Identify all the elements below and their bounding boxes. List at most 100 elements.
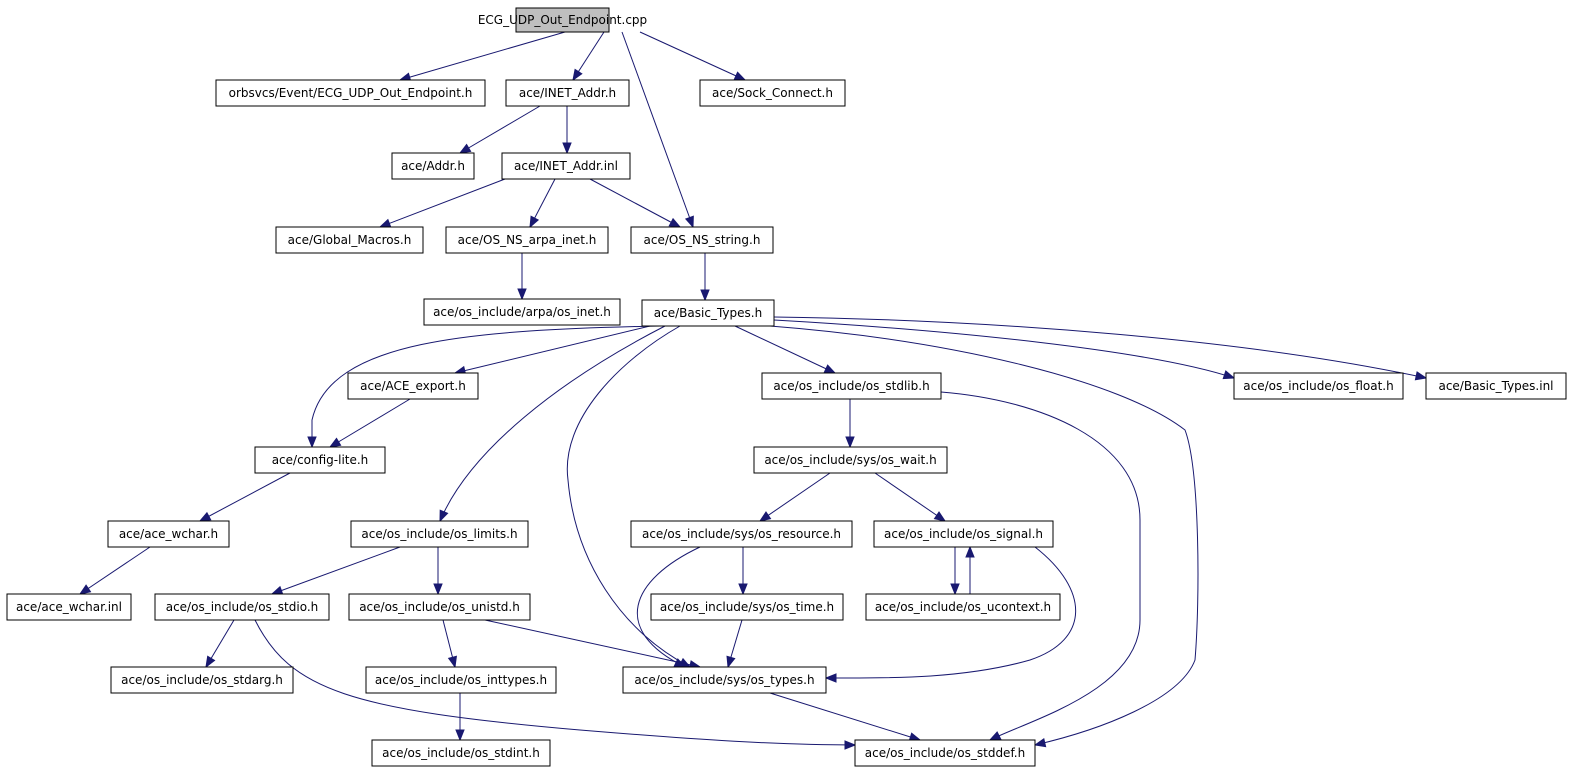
node-n3[interactable]: ace/Sock_Connect.h xyxy=(699,79,846,107)
arrowhead xyxy=(1414,371,1428,381)
node-box[interactable] xyxy=(622,666,827,694)
edge-n20-n28 xyxy=(824,546,1077,683)
node-n27[interactable]: ace/os_include/os_inttypes.h xyxy=(365,666,557,694)
arrowhead xyxy=(455,729,465,742)
node-n14[interactable]: ace/Basic_Types.inl xyxy=(1425,372,1567,400)
arrowhead xyxy=(270,585,284,595)
node-box[interactable] xyxy=(423,298,621,326)
node-n10[interactable]: ace/Basic_Types.h xyxy=(641,299,775,327)
node-box[interactable] xyxy=(753,446,948,474)
node-box[interactable] xyxy=(275,226,424,254)
node-label: ace/OS_NS_arpa_inet.h xyxy=(458,233,597,247)
node-n23[interactable]: ace/os_include/os_unistd.h xyxy=(348,593,531,621)
node-n25[interactable]: ace/os_include/os_ucontext.h xyxy=(865,593,1061,621)
edge-line xyxy=(454,325,651,374)
node-n1[interactable]: orbsvcs/Event/ECG_UDP_Out_Endpoint.h xyxy=(215,79,486,107)
node-label: ECG_UDP_Out_Endpoint.cpp xyxy=(478,13,647,27)
node-box[interactable] xyxy=(515,7,610,33)
node-n5[interactable]: ace/INET_Addr.inl xyxy=(501,152,631,180)
node-box[interactable] xyxy=(873,520,1054,548)
node-box[interactable] xyxy=(630,226,774,254)
node-n20[interactable]: ace/os_include/os_signal.h xyxy=(873,520,1054,548)
arrowhead xyxy=(726,655,736,669)
node-box[interactable] xyxy=(348,593,531,621)
node-box[interactable] xyxy=(445,226,609,254)
edge-line xyxy=(379,178,506,228)
node-box[interactable] xyxy=(391,152,475,180)
edge-n19-n24 xyxy=(738,547,748,596)
arrowhead xyxy=(205,655,216,669)
node-n9[interactable]: ace/os_include/arpa/os_inet.h xyxy=(423,298,621,326)
node-box[interactable] xyxy=(1233,372,1404,400)
node-n2[interactable]: ace/INET_Addr.h xyxy=(505,79,630,107)
node-n26[interactable]: ace/os_include/os_stdarg.h xyxy=(110,666,294,694)
edge-line xyxy=(271,546,401,595)
edge-n18-n22 xyxy=(270,546,401,595)
node-n22[interactable]: ace/os_include/os_stdio.h xyxy=(154,593,330,621)
edge-n0-n1 xyxy=(398,31,566,82)
edge-n10-n18 xyxy=(439,325,666,523)
node-n21[interactable]: ace/ace_wchar.inl xyxy=(6,593,132,621)
node-n18[interactable]: ace/os_include/os_limits.h xyxy=(350,520,529,548)
node-n12[interactable]: ace/os_include/os_stdlib.h xyxy=(761,372,942,400)
node-n13[interactable]: ace/os_include/os_float.h xyxy=(1233,372,1404,400)
edge-line xyxy=(589,178,681,228)
node-box[interactable] xyxy=(347,372,479,400)
node-label: ace/Basic_Types.inl xyxy=(1438,379,1553,393)
node-n4[interactable]: ace/Addr.h xyxy=(391,152,475,180)
node-label: ace/os_include/os_stdio.h xyxy=(166,600,319,614)
arrowhead xyxy=(758,511,772,522)
node-box[interactable] xyxy=(501,152,631,180)
node-n6[interactable]: ace/Global_Macros.h xyxy=(275,226,424,254)
node-box[interactable] xyxy=(1425,372,1567,400)
node-label: ace/Sock_Connect.h xyxy=(712,86,833,100)
node-n8[interactable]: ace/OS_NS_string.h xyxy=(630,226,774,254)
node-n17[interactable]: ace/ace_wchar.h xyxy=(107,520,230,548)
node-n0[interactable]: ECG_UDP_Out_Endpoint.cpp xyxy=(478,7,647,33)
node-n24[interactable]: ace/os_include/sys/os_time.h xyxy=(650,593,844,621)
edge-line xyxy=(254,619,856,746)
node-n30[interactable]: ace/os_include/os_stddef.h xyxy=(854,739,1036,767)
node-n15[interactable]: ace/config-lite.h xyxy=(254,446,386,474)
node-box[interactable] xyxy=(215,79,486,107)
node-box[interactable] xyxy=(650,593,844,621)
arrowhead xyxy=(933,511,947,522)
node-box[interactable] xyxy=(505,79,630,107)
arrowhead xyxy=(1033,738,1047,748)
node-label: ace/os_include/os_limits.h xyxy=(361,527,517,541)
arrowhead xyxy=(845,436,855,449)
node-box[interactable] xyxy=(761,372,942,400)
arrowhead xyxy=(562,142,572,155)
node-label: ace/os_include/os_float.h xyxy=(1243,379,1393,393)
edge-n5-n6 xyxy=(378,178,506,228)
edge-n0-n8 xyxy=(621,31,694,229)
edge-line xyxy=(940,391,1141,741)
node-n11[interactable]: ace/ACE_export.h xyxy=(347,372,479,400)
node-box[interactable] xyxy=(107,520,230,548)
node-n16[interactable]: ace/os_include/sys/os_wait.h xyxy=(753,446,948,474)
node-box[interactable] xyxy=(699,79,846,107)
node-label: ace/os_include/sys/os_resource.h xyxy=(642,527,841,541)
node-box[interactable] xyxy=(350,520,529,548)
edge-line xyxy=(773,316,1427,379)
node-box[interactable] xyxy=(865,593,1061,621)
node-n29[interactable]: ace/os_include/os_stdint.h xyxy=(371,739,551,767)
edge-line xyxy=(636,546,701,668)
node-n7[interactable]: ace/OS_NS_arpa_inet.h xyxy=(445,226,609,254)
edge-line xyxy=(639,31,746,81)
node-n28[interactable]: ace/os_include/sys/os_types.h xyxy=(622,666,827,694)
node-box[interactable] xyxy=(254,446,386,474)
node-box[interactable] xyxy=(630,520,853,548)
node-box[interactable] xyxy=(854,739,1036,767)
node-box[interactable] xyxy=(6,593,132,621)
node-box[interactable] xyxy=(365,666,557,694)
edge-n0-n2 xyxy=(572,31,605,82)
node-box[interactable] xyxy=(154,593,330,621)
node-box[interactable] xyxy=(371,739,551,767)
node-box[interactable] xyxy=(110,666,294,694)
node-label: ace/OS_NS_string.h xyxy=(644,233,761,247)
arrowhead xyxy=(78,584,92,595)
edge-n10-n15 xyxy=(307,325,661,449)
node-n19[interactable]: ace/os_include/sys/os_resource.h xyxy=(630,520,853,548)
node-box[interactable] xyxy=(641,299,775,327)
